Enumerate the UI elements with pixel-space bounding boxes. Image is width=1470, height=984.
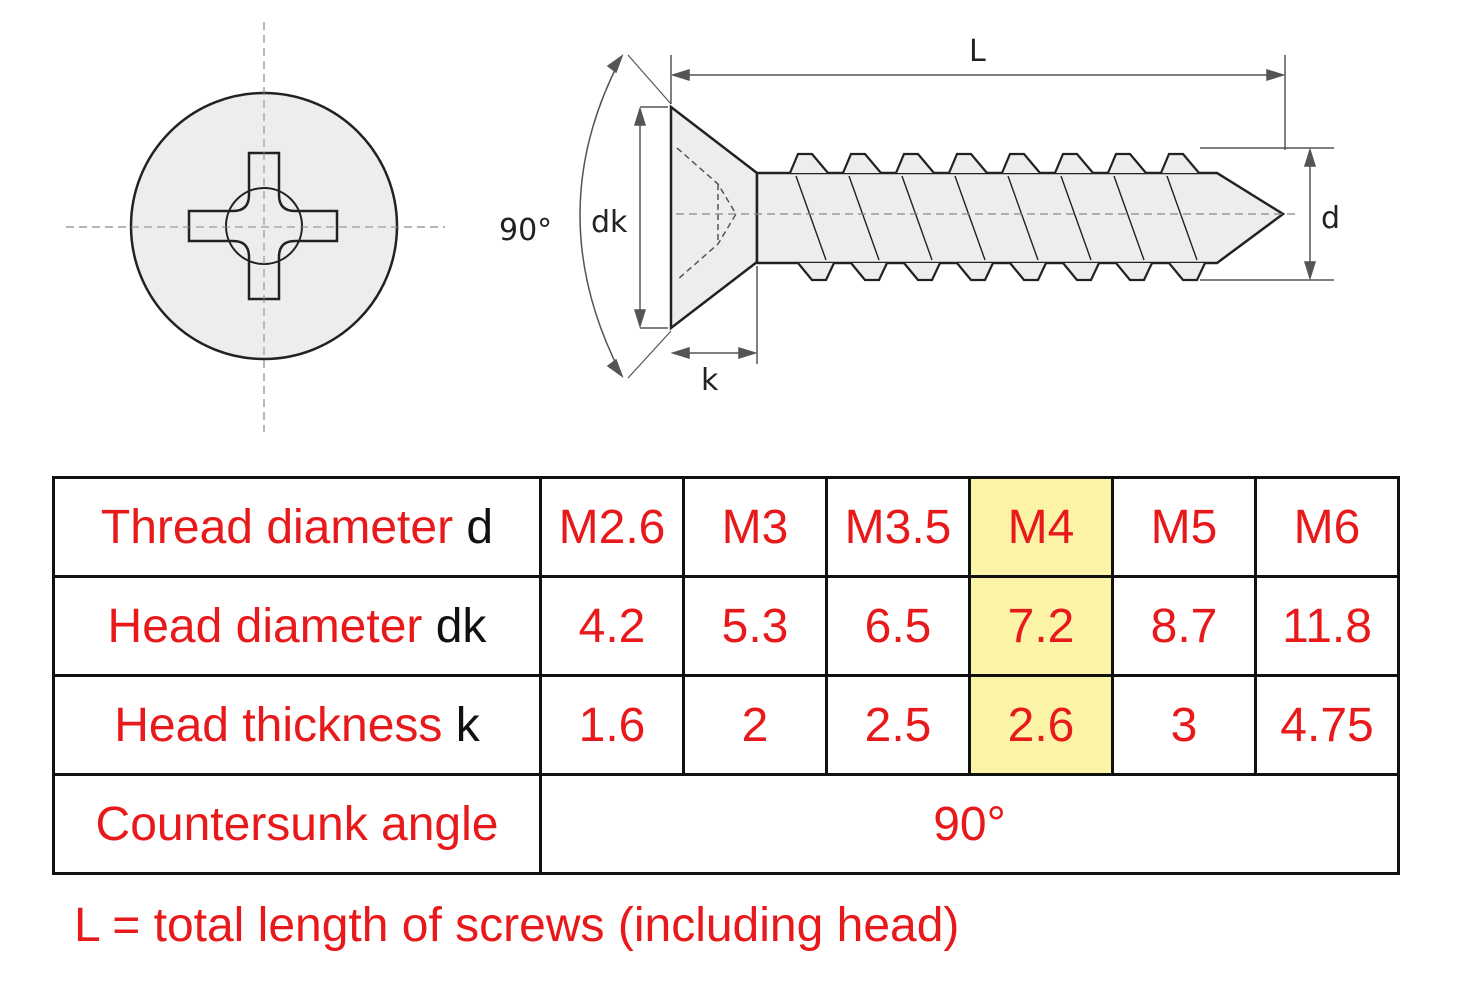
row-symbol: d (466, 500, 494, 554)
row-label-head-thickness: Head thickness k (52, 674, 542, 776)
thread-crest-top (947, 152, 988, 174)
cell: 1.6 (539, 674, 685, 776)
angle-value-cell: 90° (539, 773, 1400, 875)
thread-crest-bottom (797, 262, 835, 282)
thread-flank (1007, 175, 1039, 261)
thread-crest-bottom (850, 262, 888, 282)
thread-crest-top (1159, 152, 1200, 174)
cell: 6.5 (825, 575, 971, 677)
row-label-text: Thread diameter (100, 500, 454, 554)
cell: M3 (682, 476, 828, 578)
angle-label: 90° (499, 213, 552, 248)
thread-crest-top (788, 152, 829, 174)
table-row: Head diameter dk 4.2 5.3 6.5 7.2 8.7 11.… (52, 575, 1400, 677)
row-label-thread-diameter: Thread diameter d (52, 476, 542, 578)
cell-highlighted: 7.2 (968, 575, 1114, 677)
cell-highlighted: 2.6 (968, 674, 1114, 776)
row-label-countersunk-angle: Countersunk angle (52, 773, 542, 875)
cell: M2.6 (539, 476, 685, 578)
cell: 4.2 (539, 575, 685, 677)
cell: M5 (1111, 476, 1257, 578)
length-label: L (969, 34, 986, 69)
thread-crest-top (894, 152, 935, 174)
screw-threads (788, 152, 1206, 282)
cell: 2 (682, 674, 828, 776)
thread-crest-bottom (956, 262, 994, 282)
thread-diameter-label: d (1321, 201, 1340, 236)
footnote: L = total length of screws (including he… (74, 899, 960, 952)
table-row: Thread diameter d M2.6 M3 M3.5 M4 M5 M6 (52, 476, 1400, 578)
table-row: Countersunk angle 90° (52, 773, 1400, 875)
thread-crest-bottom (1115, 262, 1153, 282)
head-thickness-label: k (701, 363, 719, 398)
thread-flank (954, 175, 986, 261)
cell: M3.5 (825, 476, 971, 578)
thread-crest-bottom (1168, 262, 1206, 282)
screw-side-view (669, 104, 1300, 331)
row-label-head-diameter: Head diameter dk (52, 575, 542, 677)
thread-crest-top (1053, 152, 1094, 174)
cell: M6 (1254, 476, 1400, 578)
thread-flank (795, 175, 827, 261)
head-diameter-label: dk (591, 205, 628, 240)
row-label-text: Head diameter (107, 599, 423, 653)
thread-crest-bottom (903, 262, 941, 282)
row-symbol: dk (435, 599, 487, 653)
thread-crest-bottom (1009, 262, 1047, 282)
screw-drawing: 90° dk L k d (66, 22, 1340, 432)
thread-flank (901, 175, 933, 261)
thread-crest-top (1106, 152, 1147, 174)
thread-flank (1113, 175, 1145, 261)
thread-crest-bottom (1062, 262, 1100, 282)
cell: 8.7 (1111, 575, 1257, 677)
row-label-text: Head thickness (114, 698, 443, 752)
cell: 3 (1111, 674, 1257, 776)
spec-table: Thread diameter d M2.6 M3 M3.5 M4 M5 M6 … (52, 476, 1400, 875)
thread-flank (848, 175, 880, 261)
thread-flank (1060, 175, 1092, 261)
thread-flank (1166, 175, 1198, 261)
cell-highlighted: M4 (968, 476, 1114, 578)
cell: 11.8 (1254, 575, 1400, 677)
thread-crest-top (841, 152, 882, 174)
thread-crest-top (1000, 152, 1041, 174)
cell: 2.5 (825, 674, 971, 776)
row-symbol: k (455, 698, 480, 752)
screw-head-top-view (66, 22, 445, 432)
cell: 4.75 (1254, 674, 1400, 776)
table-row: Head thickness k 1.6 2 2.5 2.6 3 4.75 (52, 674, 1400, 776)
cell: 5.3 (682, 575, 828, 677)
dimension-lines (579, 53, 1334, 379)
